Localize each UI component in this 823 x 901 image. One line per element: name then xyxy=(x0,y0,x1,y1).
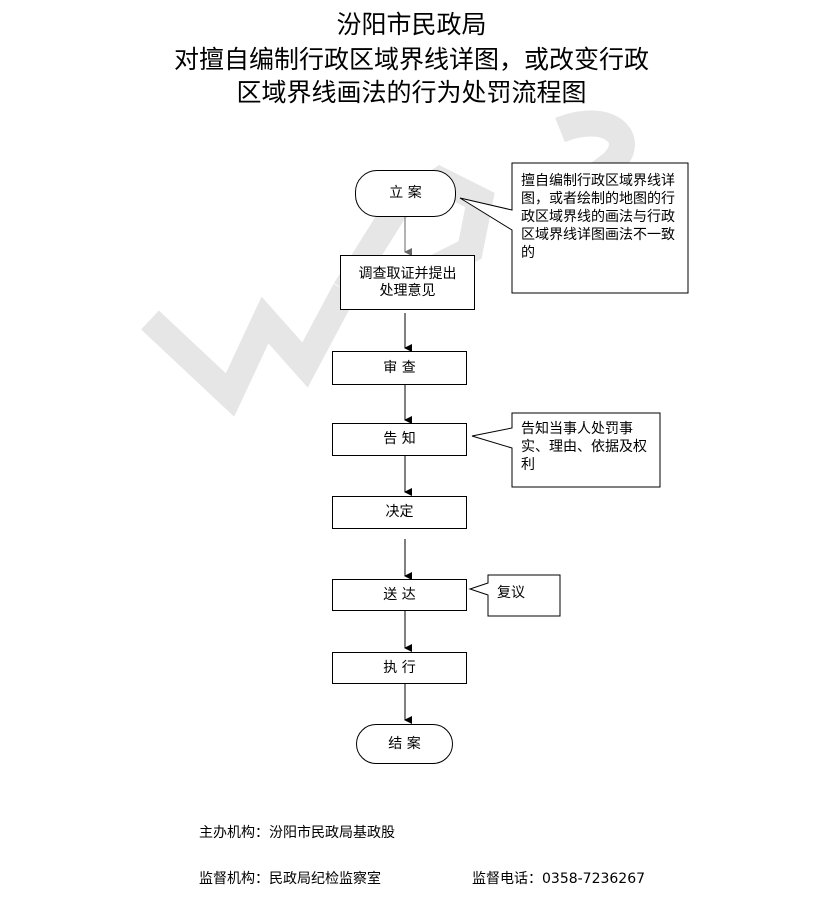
notify-note-text: 告知当事人处罚事实、理由、依据及权利 xyxy=(521,421,647,473)
footer-host: 主办机构：汾阳市民政局基政股 xyxy=(199,825,395,841)
page-title-line2: 区域界线画法的行为处罚流程图 xyxy=(236,78,587,107)
node-deliver: 送 达 xyxy=(332,579,467,611)
callout-deliver-note xyxy=(468,574,561,617)
node-execute: 执 行 xyxy=(332,652,467,684)
watermark-letter-p xyxy=(333,164,495,297)
deliver-note-text: 复议 xyxy=(497,585,525,601)
footer-phone: 监督电话：0358-7236267 xyxy=(472,871,646,887)
node-start: 立 案 xyxy=(355,170,456,217)
node-notify: 告 知 xyxy=(332,423,467,456)
start-note-text: 擅自编制行政区域界线详图，或者绘制的地图的行政区域界线的画法与行政区域界线详图画… xyxy=(521,173,675,261)
node-investigate-line2: 处理意见 xyxy=(379,282,436,299)
node-decide: 决定 xyxy=(332,496,467,529)
node-review: 审 查 xyxy=(332,351,467,385)
footer-supervisor: 监督机构：民政局纪检监察室 xyxy=(199,871,381,887)
callout-notify-note xyxy=(471,412,661,488)
node-end: 结 案 xyxy=(356,724,453,764)
callout-start-note xyxy=(459,162,689,294)
page-title-line1: 对擅自编制行政区域界线详图，或改变行政 xyxy=(173,45,649,74)
org-title: 汾阳市民政局 xyxy=(336,10,487,39)
node-investigate: 调查取证并提出 处理意见 xyxy=(340,255,475,310)
node-investigate-line1: 调查取证并提出 xyxy=(358,265,457,282)
watermark-letter-w xyxy=(141,283,357,417)
